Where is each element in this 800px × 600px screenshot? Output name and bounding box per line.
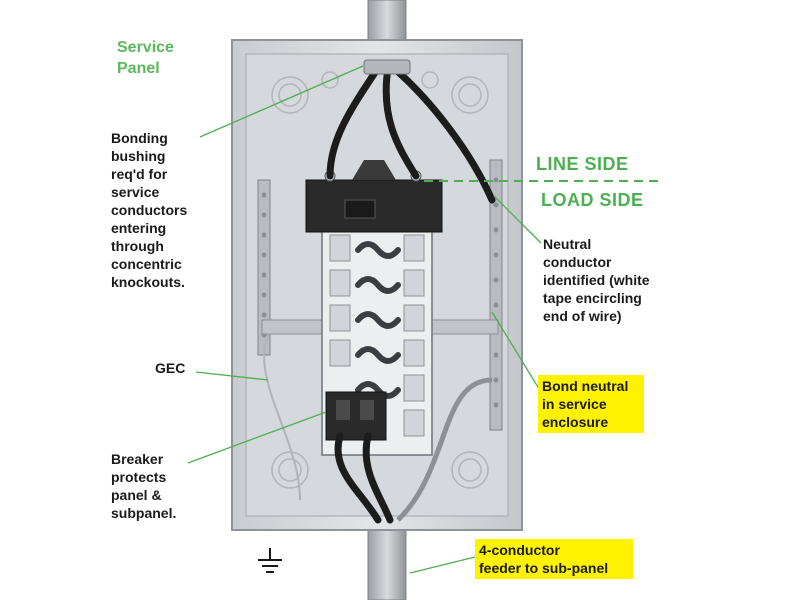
bond-neutral-line: in service — [542, 396, 607, 412]
bonding-bushing — [363, 59, 411, 75]
bus-fingers — [355, 241, 401, 399]
leader-lines — [187, 65, 542, 574]
knockouts — [271, 71, 489, 489]
bonding-bushing-line: knockouts. — [111, 274, 185, 290]
neutral-line: conductor — [543, 254, 612, 270]
service-conductors — [326, 64, 496, 204]
feeder-neutral — [396, 377, 493, 522]
bonding-bushing-line: entering — [111, 220, 167, 236]
branch-breaker — [325, 391, 387, 441]
feeder-line: 4-conductor — [479, 542, 560, 558]
feeder-conductors — [334, 432, 394, 524]
neutral-line: identified (white — [543, 272, 650, 288]
ground-symbol-icon — [258, 548, 282, 573]
breaker-line: Breaker — [111, 451, 164, 467]
breaker-line: protects — [111, 469, 167, 485]
service-panel-label: Service Panel — [117, 37, 174, 79]
bonding-bushing-line: bushing — [111, 148, 166, 164]
gec-label: GEC — [155, 360, 186, 376]
bonding-bushing-line: req'd for — [111, 166, 168, 182]
breaker-slots — [329, 234, 425, 437]
feeder-line: feeder to sub-panel — [479, 560, 609, 576]
service-panel-line: Panel — [117, 60, 160, 77]
line-side-label: LINE SIDE — [536, 154, 629, 174]
bonding-bushing-line: through — [111, 238, 164, 254]
bond-neutral-line: enclosure — [542, 414, 609, 430]
bond-neutral-callout: Bond neutral in service enclosure — [538, 375, 644, 433]
bonding-bushing-line: service — [111, 184, 160, 200]
breaker-line: panel & — [111, 487, 162, 503]
feeder-callout: 4-conductor feeder to sub-panel — [475, 539, 633, 579]
bottom-conduit — [367, 519, 407, 600]
bonding-bushing-line: Bonding — [111, 130, 168, 146]
right-neutral-bar — [489, 159, 503, 431]
neutral-line: tape encircling — [543, 290, 642, 306]
neutral-label: Neutral conductor identified (white tape… — [543, 235, 650, 325]
bonding-bushing-label: Bonding bushing req'd for service conduc… — [111, 129, 187, 291]
neutral-line: end of wire) — [543, 308, 622, 324]
bond-neutral-line: Bond neutral — [542, 378, 629, 394]
gec-wire — [263, 334, 301, 501]
load-side-label: LOAD SIDE — [541, 190, 644, 210]
main-lugs-cap — [352, 160, 396, 180]
service-panel-line: Service — [117, 39, 174, 56]
breaker-label: Breaker protects panel & subpanel. — [111, 450, 176, 522]
bonding-bushing-line: concentric — [111, 256, 182, 272]
neutral-line: Neutral — [543, 236, 592, 252]
bonding-bushing-line: conductors — [111, 202, 188, 218]
breaker-line: subpanel. — [111, 505, 177, 521]
